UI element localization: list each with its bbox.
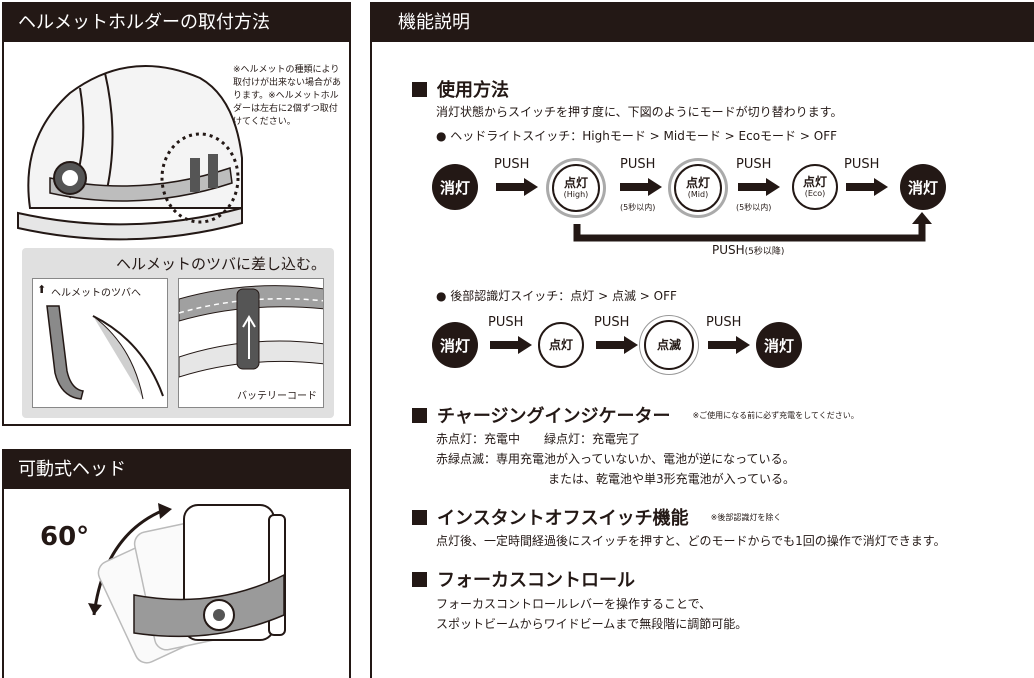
push-label: PUSH [488,315,524,330]
square-bullet-icon [412,509,427,525]
instant-section-title: インスタントオフスイッチ機能※後部認識灯を除く [412,504,781,530]
long-push-bracket [573,212,932,242]
focus-line-2: スポットビームからワイドビームまで無段階に調節可能。 [436,617,748,631]
within-5s-label: (5秒以内) [620,203,656,212]
long-push-label: PUSH(5秒以降) [712,243,785,257]
push-label: PUSH [494,157,530,172]
arrow-right-icon [738,178,780,196]
holder-detail-a: ⬆ ヘルメットのツバへ [32,278,168,408]
flow-off-end: 消灯 [900,164,946,210]
charge-line-2: 赤緑点滅：専用充電池が入っていないか、電池が逆になっている。 [436,452,795,466]
push-label: PUSH [844,157,880,172]
function-title: 機能説明 [372,4,1034,42]
arrow-right-icon [620,178,662,196]
charge-line-3: または、乾電池や単3形充電池が入っている。 [548,472,796,486]
usage-desc: 消灯状態からスイッチを押す度に、下図のようにモードが切り替わります。 [436,105,843,119]
holder-detail-b: バッテリーコード [178,278,324,408]
head-panel: 可動式ヘッド 60° [2,449,351,678]
function-panel: 機能説明 使用方法 消灯状態からスイッチを押す度に、下図のようにモードが切り替わ… [370,2,1034,678]
head-title: 可動式ヘッド [4,451,349,489]
flow-mid: 点灯(Mid) [674,164,722,212]
rear-off-start: 消灯 [432,322,478,368]
flow-eco: 点灯(Eco) [792,164,838,210]
rotation-illustration [88,503,286,664]
arrow-right-icon [596,336,638,354]
up-arrow-icon: ⬆ [37,283,47,296]
usage-section-title: 使用方法 [412,76,509,102]
insert-caption: ヘルメットのツバに差し込む。 [115,255,326,273]
rear-line: ● 後部認識灯スイッチ：点灯 > 点滅 > OFF [436,289,677,303]
arrow-right-icon [496,178,538,196]
push-label: PUSH [736,157,772,172]
tsuba-label: ヘルメットのツバへ [51,288,141,299]
battery-cord-label: バッテリーコード [237,387,317,402]
within-5s-label: (5秒以内) [736,203,772,212]
install-note: ※ヘルメットの種類により取付けが出来ない場合があります。※ヘルメットホルダーは左… [233,65,342,127]
install-panel: ヘルメットホルダーの取付方法 ※ヘルメットの種類により取付けが出来ない場合があり… [2,2,351,426]
headlight-line: ● ヘッドライトスイッチ：Highモード > Midモード > Ecoモード >… [436,129,837,143]
instant-line-1: 点灯後、一定時間経過後にスイッチを押すと、どのモードからでも1回の操作で消灯でき… [436,534,946,548]
insert-box: ヘルメットのツバに差し込む。 ⬆ ヘルメットのツバへ バッテリーコード [22,248,334,418]
arrow-right-icon [708,336,750,354]
focus-line-1: フォーカスコントロールレバーを操作することで、 [436,597,712,611]
square-bullet-icon [412,571,427,587]
push-label: PUSH [620,157,656,172]
push-label: PUSH [706,315,742,330]
charge-section-title: チャージングインジケーター※ご使用になる前に必ず充電をしてください。 [412,402,859,428]
arrow-right-icon [490,336,532,354]
helmet-illustration [17,65,243,241]
holder-illustration [46,305,164,400]
arrow-right-icon [846,178,888,196]
install-title: ヘルメットホルダーの取付方法 [4,4,349,42]
charge-line-1: 赤点灯：充電中 緑点灯：充電完了 [436,432,641,446]
flow-high: 点灯(High) [552,164,600,212]
push-label: PUSH [594,315,630,330]
square-bullet-icon [412,81,427,97]
band-illustration [179,285,323,378]
rear-on: 点灯 [538,322,584,368]
square-bullet-icon [412,407,427,423]
angle-label: 60° [40,522,90,552]
rear-off-end: 消灯 [756,322,802,368]
rear-blink: 点滅 [644,320,694,370]
flow-off-start: 消灯 [432,164,478,210]
focus-section-title: フォーカスコントロール [412,566,635,592]
